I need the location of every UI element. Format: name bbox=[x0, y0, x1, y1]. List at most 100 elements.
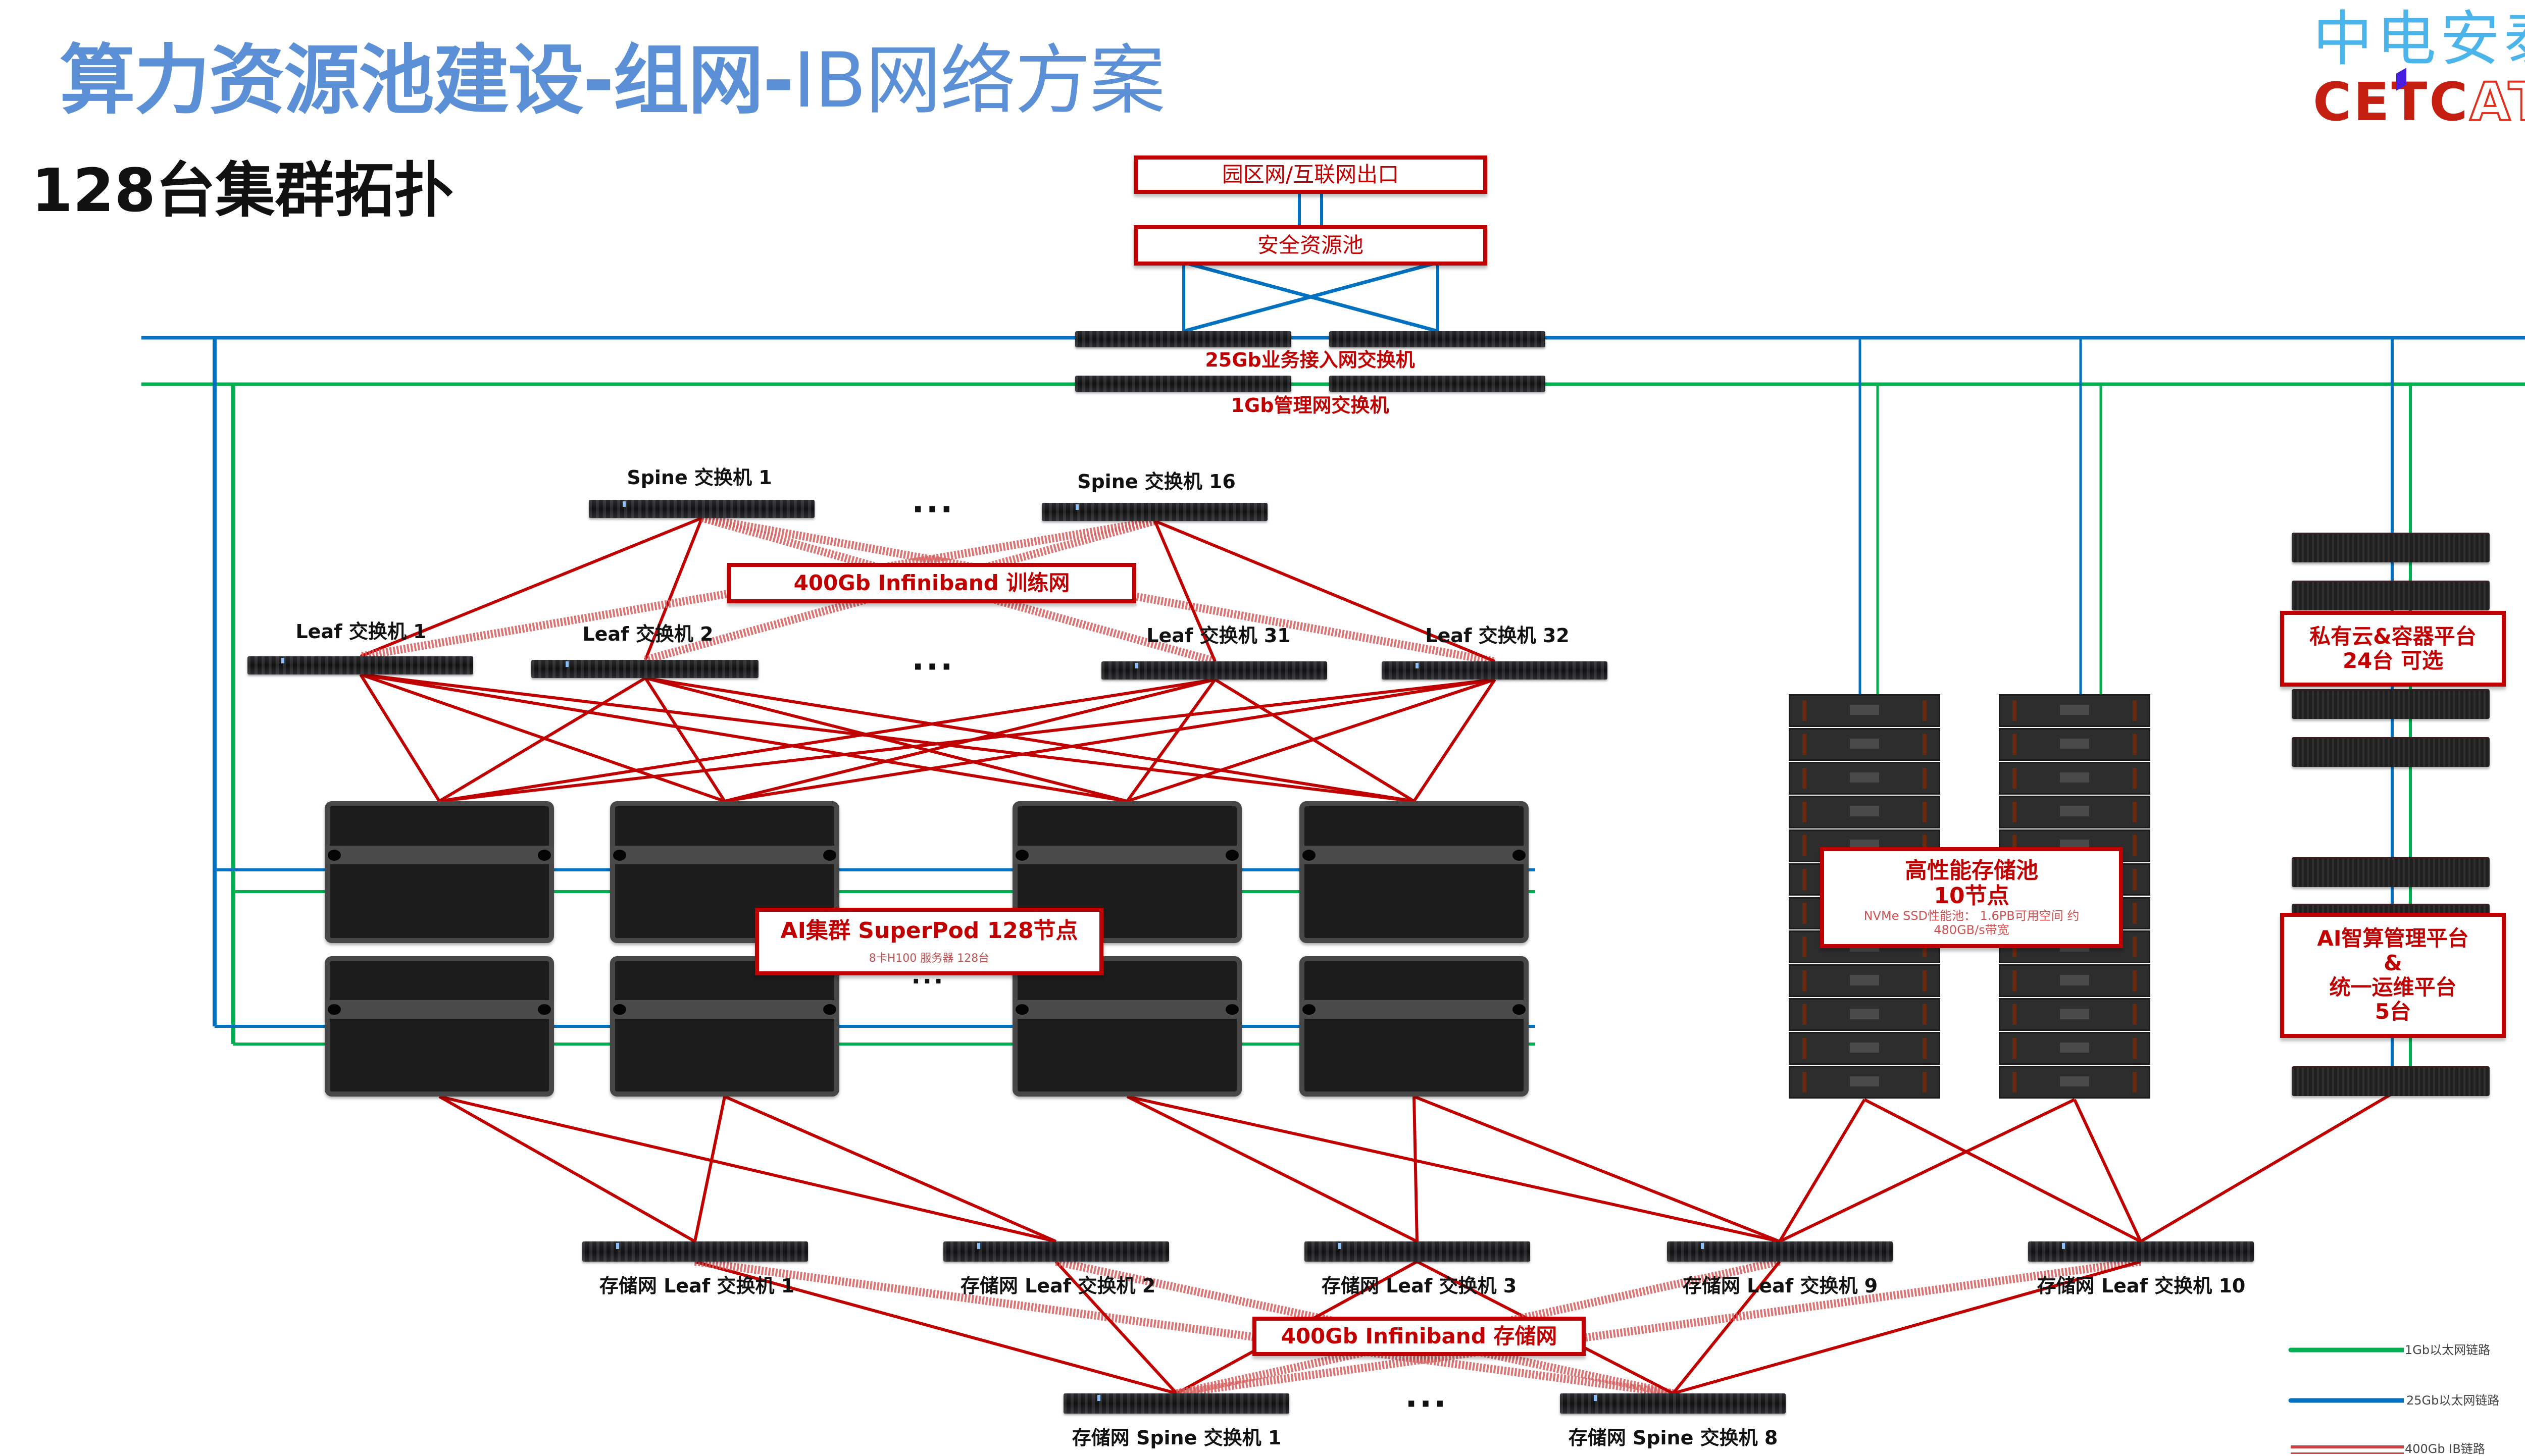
gpu-server[interactable] bbox=[1013, 956, 1242, 1097]
gpu-server[interactable] bbox=[325, 956, 554, 1097]
storage-leaf-spine-link bbox=[694, 1260, 1177, 1395]
leaf-gpu-link bbox=[1127, 678, 1495, 803]
status-led-icon bbox=[565, 661, 569, 667]
gpu-server[interactable] bbox=[325, 801, 554, 943]
storage-network-label: 400Gb Infiniband 存储网 bbox=[1281, 1323, 1557, 1348]
leaf-switch-1[interactable] bbox=[247, 656, 473, 674]
page-title: 算力资源池建设-组网-IB网络方案 bbox=[60, 43, 1166, 119]
storage-leaf-1-label: 存储网 Leaf 交换机 1 bbox=[599, 1275, 795, 1297]
storage-node-unit bbox=[1789, 694, 1940, 727]
legend-label-1gb: 1Gb以太网链路 bbox=[2405, 1343, 2491, 1357]
gpu-storage-leaf-link bbox=[1412, 1096, 1419, 1242]
gpu-storage-leaf-link bbox=[724, 1095, 1057, 1243]
spine-switch-16[interactable] bbox=[1042, 503, 1268, 521]
gpu-server[interactable] bbox=[1299, 956, 1529, 1097]
storage-leaf-3-label: 存储网 Leaf 交换机 3 bbox=[1321, 1275, 1517, 1297]
status-led-icon bbox=[1338, 1243, 1342, 1250]
storage-leaf-switch-1[interactable] bbox=[582, 1241, 808, 1262]
status-led-icon bbox=[1135, 662, 1139, 668]
status-led-icon bbox=[281, 657, 285, 663]
leaf-2-label: Leaf 交换机 2 bbox=[582, 623, 714, 645]
private-cloud-line1: 私有云&容器平台 bbox=[2309, 623, 2477, 649]
storage-node-unit bbox=[1999, 795, 2150, 828]
cloud-server[interactable] bbox=[2292, 737, 2490, 767]
title-bold: 算力资源池建设-组网- bbox=[60, 37, 794, 125]
leaf-gpu-link bbox=[359, 673, 441, 802]
storage-node-unit bbox=[1789, 1032, 1940, 1065]
storage-node-unit bbox=[1999, 694, 2150, 727]
training-network-label-box: 400Gb Infiniband 训练网 bbox=[727, 563, 1136, 603]
leaf-gpu-link bbox=[724, 678, 1495, 803]
storage-leaf-switch-2[interactable] bbox=[943, 1241, 1169, 1262]
leaf-switch-31[interactable] bbox=[1101, 661, 1327, 680]
storage-spine-ellipsis: ··· bbox=[1405, 1386, 1448, 1423]
rack-storage-leaf-link bbox=[1778, 1099, 1866, 1242]
storage-node-unit bbox=[1999, 998, 2150, 1031]
switch-25gb-b[interactable] bbox=[1329, 331, 1545, 347]
status-led-icon bbox=[1594, 1395, 1597, 1401]
status-led-icon bbox=[2062, 1243, 2065, 1250]
spine-leaf-link bbox=[360, 516, 703, 658]
switch-1gb-b[interactable] bbox=[1329, 376, 1545, 392]
gpu-server[interactable] bbox=[1299, 801, 1529, 943]
storage-spine-switch-1[interactable] bbox=[1064, 1393, 1289, 1414]
cloud-server[interactable] bbox=[2292, 533, 2490, 562]
storage-leaf-switch-10[interactable] bbox=[2028, 1241, 2254, 1262]
status-led-icon bbox=[1416, 662, 1419, 668]
spine-16-label: Spine 交换机 16 bbox=[1077, 471, 1236, 493]
campus-exit-box: 园区网/互联网出口 bbox=[1134, 155, 1487, 194]
storage-leaf-2-label: 存储网 Leaf 交换机 2 bbox=[960, 1275, 1156, 1297]
leaf-ellipsis: ··· bbox=[912, 649, 955, 686]
mgmt-server[interactable] bbox=[2292, 1066, 2490, 1096]
switch-25gb-label: 25Gb业务接入网交换机 bbox=[1205, 349, 1415, 371]
link-security-cross-2 bbox=[1183, 261, 1438, 333]
storage-leaf-switch-3[interactable] bbox=[1304, 1241, 1530, 1262]
switch-1gb-a[interactable] bbox=[1075, 376, 1291, 392]
switch-1gb-label: 1Gb管理网交换机 bbox=[1231, 394, 1389, 417]
mgmt-server[interactable] bbox=[2292, 857, 2490, 887]
storage-pool-box: 高性能存储池 10节点 NVMe SSD性能池： 1.6PB可用空间 约480G… bbox=[1820, 847, 2123, 948]
storage-leaf-9-label: 存储网 Leaf 交换机 9 bbox=[1682, 1275, 1878, 1297]
cloud-server[interactable] bbox=[2292, 689, 2490, 719]
gpu-server[interactable] bbox=[610, 956, 839, 1097]
title-thin: IB网络方案 bbox=[793, 37, 1166, 125]
storage-pool-detail: NVMe SSD性能池： 1.6PB可用空间 约480GB/s带宽 bbox=[1863, 909, 2080, 937]
leaf-gpu-link bbox=[645, 677, 1415, 803]
leaf-gpu-link bbox=[644, 677, 726, 802]
leaf-gpu-link bbox=[360, 673, 1128, 803]
storage-node-unit bbox=[1999, 1032, 2150, 1065]
ai-mgmt-line1: AI智算管理平台 bbox=[2317, 926, 2469, 951]
storage-node-unit bbox=[1789, 795, 1940, 828]
private-cloud-line2: 24台 可选 bbox=[2342, 648, 2444, 673]
ai-mgmt-box: AI智算管理平台 & 统一运维平台 5台 bbox=[2280, 913, 2506, 1038]
leaf-switch-2[interactable] bbox=[531, 660, 759, 678]
rack-storage-leaf-link bbox=[1779, 1098, 2076, 1243]
spine-switch-1[interactable] bbox=[589, 500, 815, 518]
legend-label-ib: 400Gb IB链路 bbox=[2405, 1442, 2485, 1456]
security-pool-label: 安全资源池 bbox=[1257, 232, 1364, 257]
cloud-server[interactable] bbox=[2292, 581, 2490, 610]
storage-node-unit bbox=[1999, 964, 2150, 998]
ai-mgmt-line4: 5台 bbox=[2375, 999, 2411, 1024]
switch-25gb-a[interactable] bbox=[1075, 331, 1291, 347]
storage-pool-nodes: 10节点 bbox=[1934, 883, 2009, 909]
status-led-icon bbox=[616, 1243, 620, 1250]
leaf-32-label: Leaf 交换机 32 bbox=[1425, 625, 1570, 647]
leaf-switch-32[interactable] bbox=[1382, 661, 1607, 680]
gpu-storage-leaf-link bbox=[1413, 1095, 1781, 1243]
spine-leaf-link bbox=[644, 517, 703, 661]
storage-node-unit bbox=[1789, 761, 1940, 795]
storage-leaf-10-label: 存储网 Leaf 交换机 10 bbox=[2037, 1275, 2246, 1297]
page-subtitle: 128台集群拓扑 bbox=[31, 155, 454, 225]
storage-node-unit bbox=[1789, 1066, 1940, 1099]
security-pool-box: 安全资源池 bbox=[1134, 225, 1487, 266]
storage-leaf-spine-link bbox=[1176, 1258, 2142, 1397]
storage-spine-switch-8[interactable] bbox=[1560, 1393, 1786, 1414]
status-led-icon bbox=[977, 1243, 981, 1250]
storage-node-unit bbox=[1999, 727, 2150, 761]
storage-leaf-switch-9[interactable] bbox=[1667, 1241, 1893, 1262]
storage-leaf-spine-link bbox=[1672, 1261, 1781, 1394]
storage-node-unit bbox=[1789, 964, 1940, 998]
storage-node-unit bbox=[1999, 1066, 2150, 1099]
gpu-storage-leaf-link bbox=[693, 1096, 726, 1242]
